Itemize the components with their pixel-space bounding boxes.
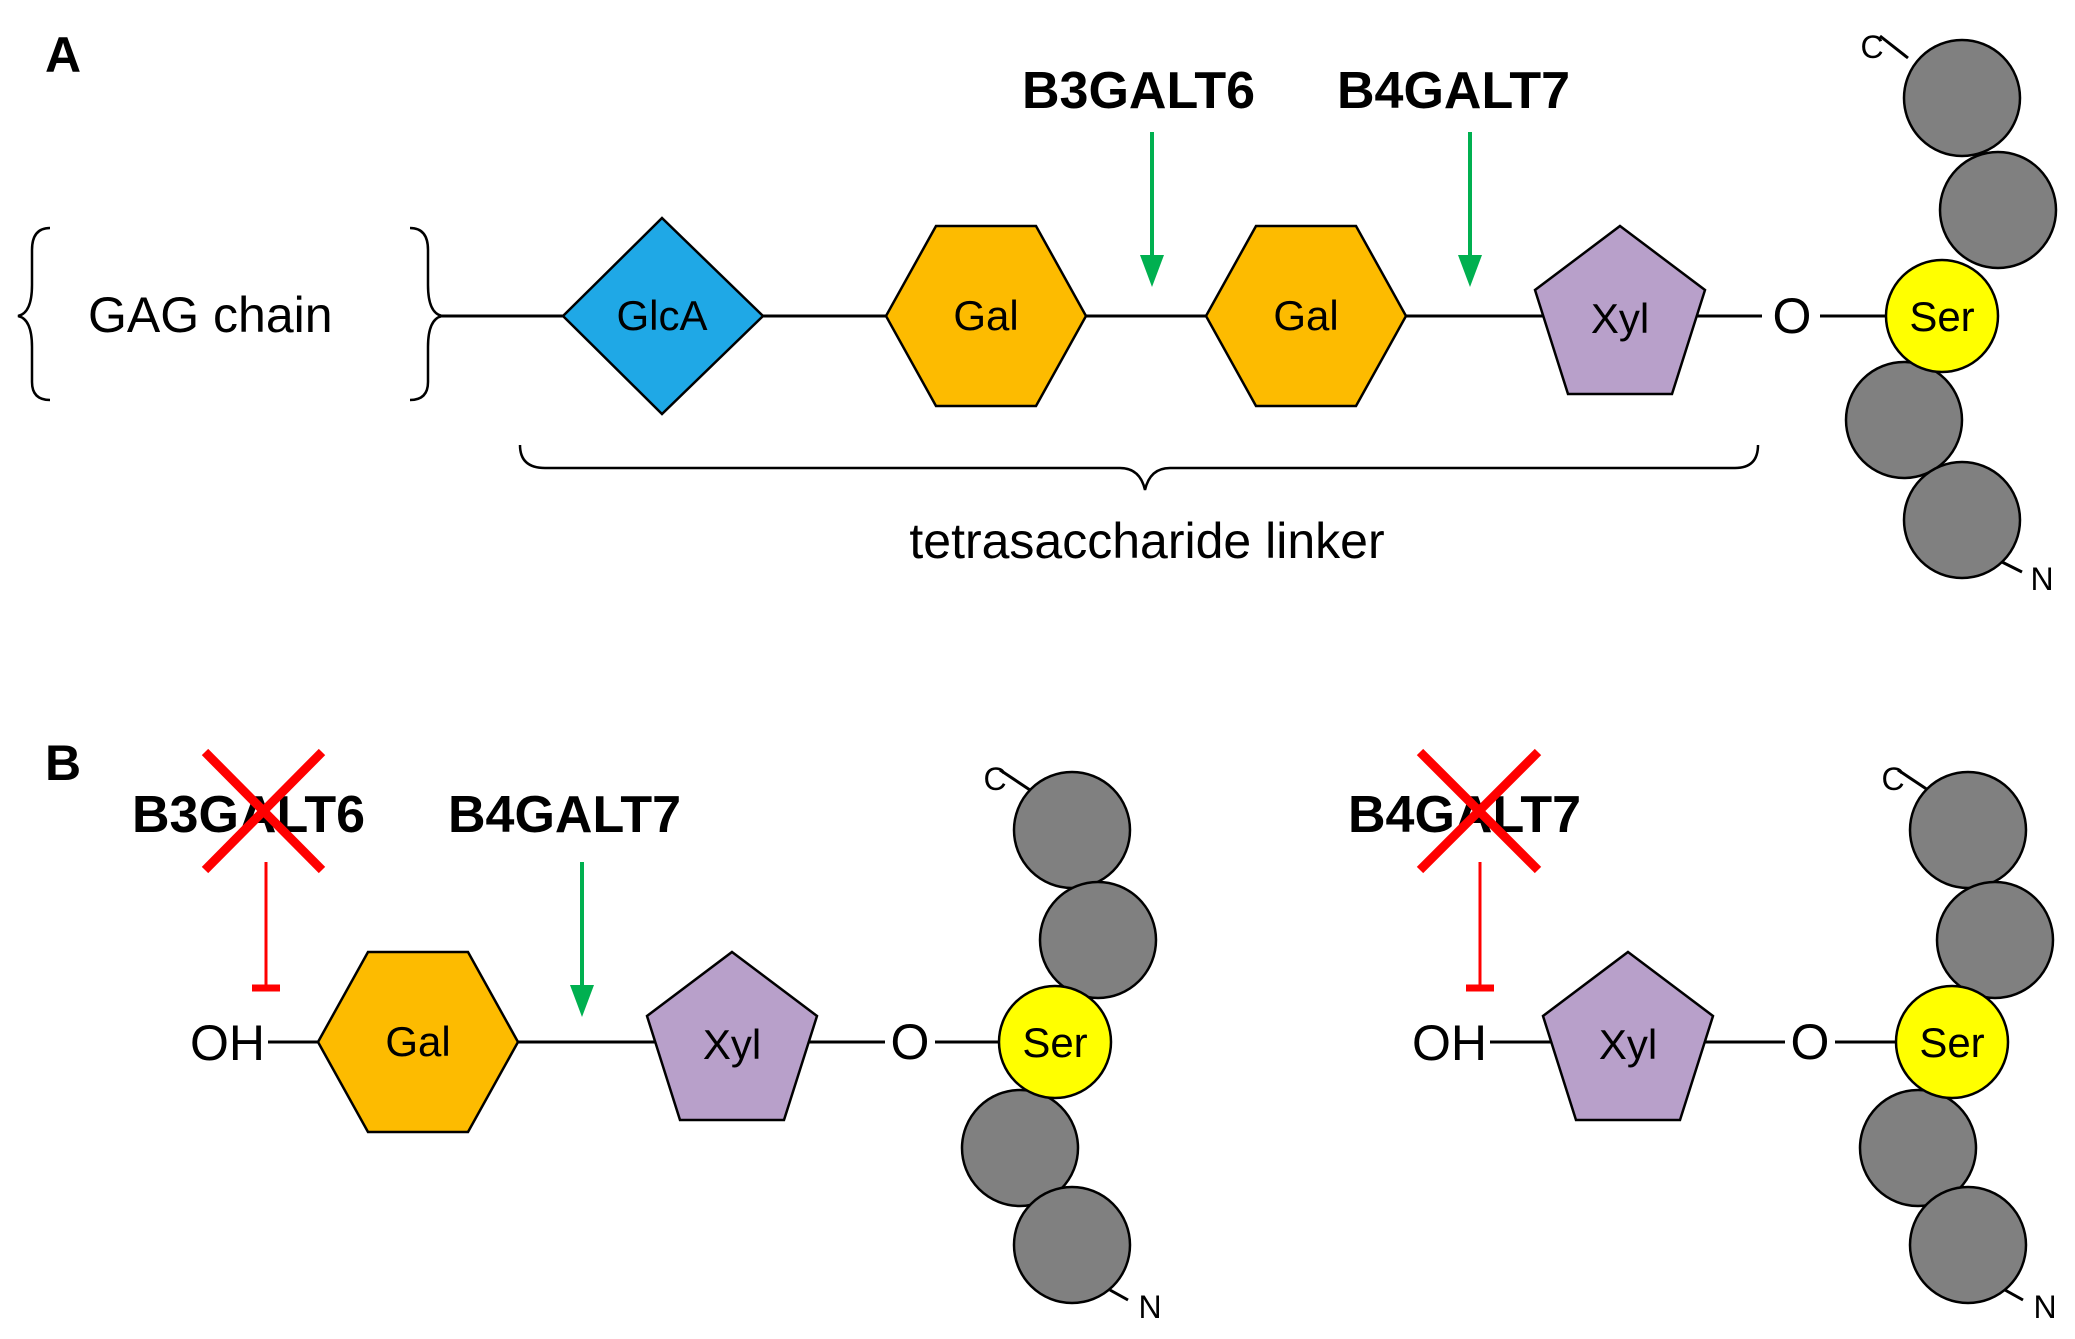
xyl-pentagon-b-right (1541, 950, 1715, 1122)
b3galt6-knockout-scenario: B3GALT6 B4GALT7 OH Gal Xyl O (132, 748, 1162, 1325)
c-terminus-bond (999, 768, 1031, 792)
amino-acid-circle (1908, 1185, 2028, 1305)
knockout-cross-b4galt7 (1416, 748, 1542, 874)
panel-b: B B3GALT6 B4GALT7 OH Gal Xyl (45, 735, 2057, 1325)
panel-a-label: A (45, 27, 81, 83)
gag-chain-label: GAG chain (88, 287, 333, 343)
hydroxyl-label-1: OH (190, 1015, 265, 1071)
ser-circle (1884, 258, 2000, 374)
ser-circle-b-right (1894, 984, 2010, 1100)
c-terminus-label-b-left: C (983, 761, 1006, 797)
linker-brace (518, 444, 1760, 491)
b4galt7-knockout-scenario: B4GALT7 OH Xyl O C (1348, 748, 2057, 1325)
c-terminus-bond (1879, 34, 1909, 60)
b3galt6-arrow (1140, 132, 1164, 287)
xyl-pentagon-b-left (645, 950, 819, 1122)
amino-acid-circle (1012, 1185, 1132, 1305)
xyl-label: Xyl (1591, 295, 1649, 342)
oxygen-label: O (1773, 288, 1812, 344)
panel-a: A B3GALT6 B4GALT7 GAG chain GlcA Gal Gal (17, 27, 2058, 597)
glca-diamond (561, 216, 765, 416)
peptide-chain-b-left: C Ser N (960, 761, 1162, 1325)
gal-label-b: Gal (385, 1018, 450, 1065)
oxygen-label-b-left: O (891, 1014, 930, 1070)
n-terminus-bond (2004, 1288, 2024, 1302)
panel-b-label: B (45, 735, 81, 791)
amino-acid-circle (1012, 770, 1132, 890)
b4galt7-arrow-1 (570, 862, 594, 1017)
amino-acid-circle (1902, 38, 2022, 158)
amino-acid-circle (1858, 1088, 1978, 1208)
n-terminus-label-b-right: N (2033, 1289, 2056, 1325)
amino-acid-circle (1938, 150, 2058, 270)
amino-acid-circle (1902, 460, 2022, 580)
c-terminus-bond (1897, 768, 1929, 792)
b4galt7-arrow (1458, 132, 1482, 287)
ser-label: Ser (1909, 293, 1974, 340)
c-terminus-label: C (1860, 29, 1883, 65)
b3galt6-inhibited-arrow (252, 862, 280, 992)
xyl-pentagon (1533, 224, 1707, 396)
b4galt7-label-1: B4GALT7 (448, 786, 681, 844)
amino-acid-circle (1935, 880, 2055, 1000)
gal-hexagon-1 (884, 224, 1088, 408)
oxygen-label-b-right: O (1791, 1014, 1830, 1070)
amino-acid-circle (1844, 360, 1964, 480)
ser-circle-b-left (997, 984, 1113, 1100)
ser-label-b-right: Ser (1919, 1019, 1984, 1066)
n-terminus-label: N (2030, 561, 2053, 597)
xyl-label-b-left: Xyl (703, 1021, 761, 1068)
xyl-label-b-right: Xyl (1599, 1021, 1657, 1068)
glca-label: GlcA (616, 292, 707, 339)
amino-acid-circle (960, 1088, 1080, 1208)
peptide-chain-a: C Ser N (1844, 29, 2058, 597)
hydroxyl-label-2: OH (1412, 1015, 1487, 1071)
b3galt6-label: B3GALT6 (1022, 62, 1255, 120)
linker-label: tetrasaccharide linker (909, 513, 1384, 569)
peptide-chain-b-right: C Ser N (1858, 761, 2057, 1325)
amino-acid-circle (1038, 880, 1158, 1000)
c-terminus-label-b-right: C (1881, 761, 1904, 797)
gal-label-1: Gal (953, 292, 1018, 339)
gag-chain-brace-right (409, 226, 443, 402)
b4galt7-inhibited-arrow (1466, 862, 1494, 992)
amino-acid-circle (1908, 770, 2028, 890)
gag-chain-brace-left (17, 226, 51, 402)
ser-label-b-left: Ser (1022, 1019, 1087, 1066)
gal-hexagon-2 (1204, 224, 1408, 408)
n-terminus-bond (1109, 1288, 1129, 1302)
gal-hexagon-b (316, 950, 520, 1134)
n-terminus-bond (2001, 560, 2023, 574)
gal-label-2: Gal (1273, 292, 1338, 339)
b4galt7-label: B4GALT7 (1337, 62, 1570, 120)
knockout-cross-b3galt6 (201, 748, 326, 874)
n-terminus-label-b-left: N (1138, 1289, 1161, 1325)
